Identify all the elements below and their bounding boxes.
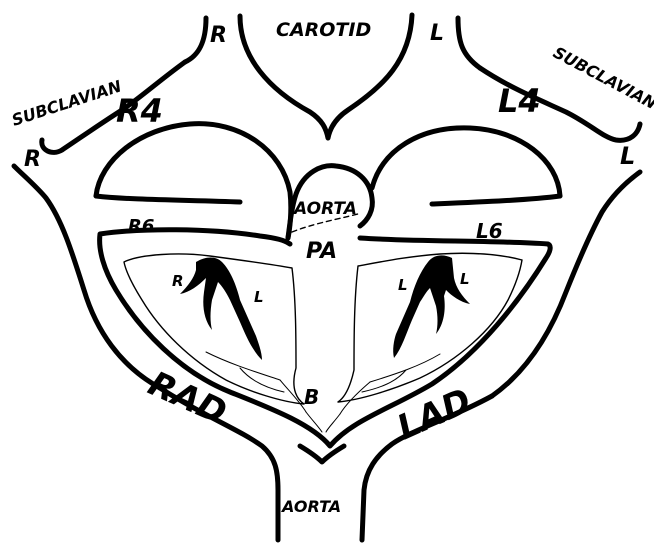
right-bronchial-twig-3 bbox=[280, 380, 306, 412]
pa-label: PA bbox=[306, 239, 337, 264]
bifurcation-line-2 bbox=[326, 414, 340, 432]
right-carotid-label: R bbox=[210, 23, 227, 48]
l4-label: L4 bbox=[498, 82, 541, 120]
carotid-label: CAROTID bbox=[276, 19, 371, 41]
l6-label: L6 bbox=[476, 219, 503, 243]
l4-arch-loop bbox=[372, 128, 560, 196]
right-lung-l-label: L bbox=[254, 288, 264, 306]
right-carotid-outer-wall bbox=[185, 18, 206, 62]
l4-arch-floor bbox=[432, 196, 560, 204]
rad-label: RAD bbox=[142, 364, 232, 433]
r4-label: R4 bbox=[116, 92, 163, 130]
aorta-bottom-label: AORTA bbox=[280, 497, 341, 516]
left-carotid-label: L bbox=[430, 21, 444, 46]
aorta-top-label: AORTA bbox=[292, 199, 357, 219]
r4-arch-loop bbox=[96, 124, 291, 238]
right-bronchial-twig-1 bbox=[206, 352, 280, 380]
left-subclavian-lower-wall bbox=[492, 172, 640, 396]
left-subclavian-side-label: L bbox=[620, 142, 635, 170]
right-pulmonary-artery bbox=[180, 258, 262, 361]
r6-label: R6 bbox=[128, 216, 154, 237]
left-subclavian-label: SUBCLAVIAN bbox=[550, 43, 654, 114]
left-pulmonary-artery bbox=[393, 255, 470, 358]
r4-arch-floor bbox=[96, 196, 240, 202]
left-bronchial-twig-2 bbox=[362, 370, 406, 392]
left-bronchial-twig-1 bbox=[370, 354, 440, 382]
dorsal-aorta-fusion-point bbox=[300, 446, 344, 462]
right-lung-r-label: R bbox=[172, 272, 184, 290]
left-lung-l2-label: L bbox=[460, 270, 470, 288]
left-carotid-outer-wall bbox=[458, 18, 480, 68]
bifurcation-b-label: B bbox=[304, 385, 319, 409]
left-bronchial-twig-3 bbox=[340, 382, 370, 414]
right-subclavian-side-label: R bbox=[24, 147, 41, 172]
left-lung-l1-label: L bbox=[398, 276, 408, 294]
lad-label: LAD bbox=[391, 381, 477, 449]
